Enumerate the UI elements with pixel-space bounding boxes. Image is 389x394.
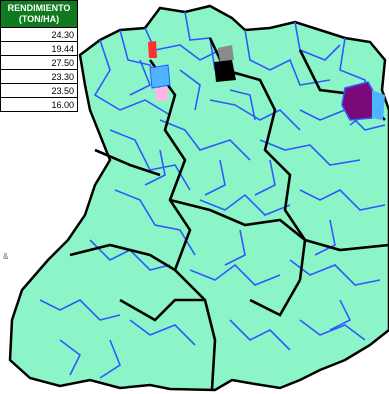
- table-row: 23.30: [0, 69, 78, 84]
- yield-value: 16.00: [0, 97, 78, 112]
- yield-table: RENDIMIENTO (TON/HA) 24.30 19.44 27.50 2…: [0, 0, 78, 112]
- black-municipality: [214, 60, 236, 82]
- yield-value: 24.30: [0, 27, 78, 42]
- header-line-2: (TON/HA): [18, 14, 60, 24]
- gray-municipality: [218, 45, 234, 62]
- table-row: 23.50: [0, 83, 78, 98]
- pink-municipality: [155, 87, 168, 101]
- header-line-1: RENDIMIENTO: [7, 3, 71, 13]
- light-blue-municipality-east: [372, 90, 385, 120]
- district-borders: [69, 37, 389, 390]
- light-blue-municipality-west: [149, 64, 171, 89]
- yield-value: 23.50: [0, 83, 78, 98]
- state-landmass: [8, 4, 389, 392]
- yield-value: 27.50: [0, 55, 78, 70]
- yield-value: 23.30: [0, 69, 78, 84]
- table-header: RENDIMIENTO (TON/HA): [0, 0, 78, 28]
- table-row: 16.00: [0, 97, 78, 112]
- yield-value: 19.44: [0, 41, 78, 56]
- table-row: 19.44: [0, 41, 78, 56]
- red-municipality: [148, 41, 157, 58]
- map-mark: &: [3, 252, 9, 261]
- table-row: 27.50: [0, 55, 78, 70]
- municipal-borders: [39, 11, 386, 379]
- table-row: 24.30: [0, 27, 78, 42]
